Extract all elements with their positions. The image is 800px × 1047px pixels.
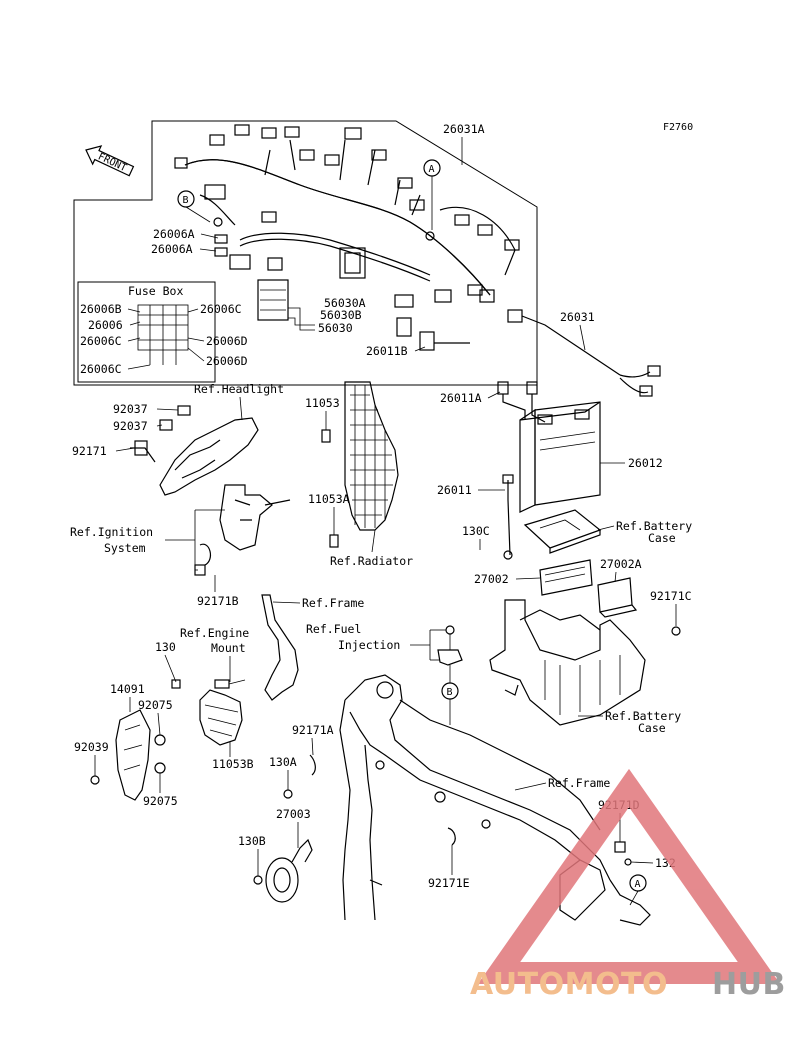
side-cover <box>90 679 181 801</box>
watermark-triangle-icon <box>477 768 781 984</box>
main-frame <box>339 674 651 926</box>
label-26012: 26012 <box>628 456 663 470</box>
label-26006A-1: 26006A <box>153 227 195 241</box>
battery-cables <box>497 381 546 556</box>
label-130B: 130B <box>238 834 266 848</box>
label-130C: 130C <box>462 524 490 538</box>
ref-fuel-line1: Ref.Fuel <box>306 622 361 636</box>
ref-radiator: Ref.Radiator <box>330 554 413 568</box>
main-wiring-harness <box>174 124 520 351</box>
clip-92171A <box>309 754 316 776</box>
label-130: 130 <box>155 640 176 654</box>
ref-battery-case-1-line1: Ref.Battery <box>616 519 692 533</box>
fuse-label-26006D-2: 26006D <box>206 354 248 368</box>
fuse-box-outline <box>77 281 216 383</box>
label-92171A: 92171A <box>292 723 334 737</box>
ref-frame-1: Ref.Frame <box>302 596 364 610</box>
headlight-bracket <box>130 405 259 496</box>
ref-fuel-line2: Injection <box>338 638 400 652</box>
battery-case <box>489 599 681 726</box>
horn <box>253 838 313 903</box>
ref-engine-mount-line1: Ref.Engine <box>180 626 249 640</box>
fuse-label-26006C-mid: 26006C <box>80 334 122 348</box>
label-27002A: 27002A <box>600 557 642 571</box>
label-14091: 14091 <box>110 682 145 696</box>
ignition-bracket <box>194 484 291 592</box>
label-92039: 92039 <box>74 740 109 754</box>
fuse-label-26006C-bottom: 26006C <box>80 362 122 376</box>
svg-text:B: B <box>183 195 189 206</box>
label-92171C: 92171C <box>650 589 692 603</box>
fuse-label-26006C-top: 26006C <box>200 302 242 316</box>
label-92075-1: 92075 <box>138 698 173 712</box>
label-27002: 27002 <box>474 572 509 586</box>
ref-battery-case-2-line1: Ref.Battery <box>605 709 681 723</box>
callout-b-mid: B <box>441 665 459 725</box>
label-56030A: 56030A <box>324 296 366 310</box>
label-92037-2: 92037 <box>113 419 148 433</box>
part-labels: 26031A 26006A 26006A 56030A 56030B 56030… <box>72 122 692 890</box>
fuse-label-26006D-1: 26006D <box>206 334 248 348</box>
reference-labels: Ref.Headlight Ref.Ignition System Ref.Ra… <box>70 382 692 791</box>
label-92171B: 92171B <box>197 594 239 608</box>
watermark-text-part2: HUB <box>712 967 786 1002</box>
label-130A: 130A <box>269 755 297 769</box>
callout-a-bottom: A <box>629 874 647 906</box>
sub-harness-26031 <box>507 309 661 397</box>
label-27003: 27003 <box>276 807 311 821</box>
ecu-unit <box>539 559 593 596</box>
label-26011A: 26011A <box>440 391 482 405</box>
fuse-box: Fuse Box 26006B 26006C 26006 26006C 2600… <box>80 284 248 376</box>
battery <box>519 401 601 513</box>
svg-text:B: B <box>447 687 453 698</box>
clip-92171E <box>447 827 456 846</box>
fuel-injection-bracket <box>437 625 463 666</box>
watermark-logo: AUTOMOTO HUB <box>470 768 786 1002</box>
label-56030: 56030 <box>318 321 353 335</box>
label-26011: 26011 <box>437 483 472 497</box>
label-26011B: 26011B <box>366 344 408 358</box>
engine-mount-bracket <box>199 679 246 746</box>
ref-ignition-line1: Ref.Ignition <box>70 525 153 539</box>
label-56030B: 56030B <box>320 308 362 322</box>
front-arrow-icon: FRONT <box>85 145 135 177</box>
label-11053B: 11053B <box>212 757 254 771</box>
label-92171E: 92171E <box>428 876 470 890</box>
svg-text:A: A <box>429 164 435 175</box>
label-92037-1: 92037 <box>113 402 148 416</box>
label-11053: 11053 <box>305 396 340 410</box>
svg-text:A: A <box>635 879 641 890</box>
bolt-130A <box>283 789 293 799</box>
fuse-box-title: Fuse Box <box>128 284 183 298</box>
ref-headlight: Ref.Headlight <box>194 382 284 396</box>
figure-code: F2760 <box>663 122 693 133</box>
battery-tray <box>523 509 602 554</box>
clip-92171D <box>614 841 626 853</box>
label-26006A-2: 26006A <box>151 242 193 256</box>
label-92171: 92171 <box>72 444 107 458</box>
label-11053A: 11053A <box>308 492 350 506</box>
label-92075-2: 92075 <box>143 794 178 808</box>
ref-battery-case-1-line2: Case <box>648 531 676 545</box>
bolt-132 <box>624 858 632 866</box>
label-26031A: 26031A <box>443 122 485 136</box>
bolt-130C <box>503 550 513 560</box>
harness-group-outline <box>73 120 538 386</box>
callout-a-top: A <box>423 159 441 230</box>
ref-frame-2: Ref.Frame <box>548 776 610 790</box>
fuse-label-26006: 26006 <box>88 318 123 332</box>
callout-b-top: B <box>177 190 211 223</box>
ref-ignition-line2: System <box>104 541 146 555</box>
front-label: FRONT <box>96 151 128 174</box>
fuse-label-26006B: 26006B <box>80 302 122 316</box>
ref-battery-case-2-line2: Case <box>638 721 666 735</box>
ref-engine-mount-line2: Mount <box>211 641 246 655</box>
relay-box <box>597 577 638 618</box>
label-26031: 26031 <box>560 310 595 324</box>
watermark-text-part1: AUTOMOTO <box>470 967 668 1002</box>
radiator-panel <box>321 381 399 548</box>
frame-bracket-ref <box>261 594 299 701</box>
